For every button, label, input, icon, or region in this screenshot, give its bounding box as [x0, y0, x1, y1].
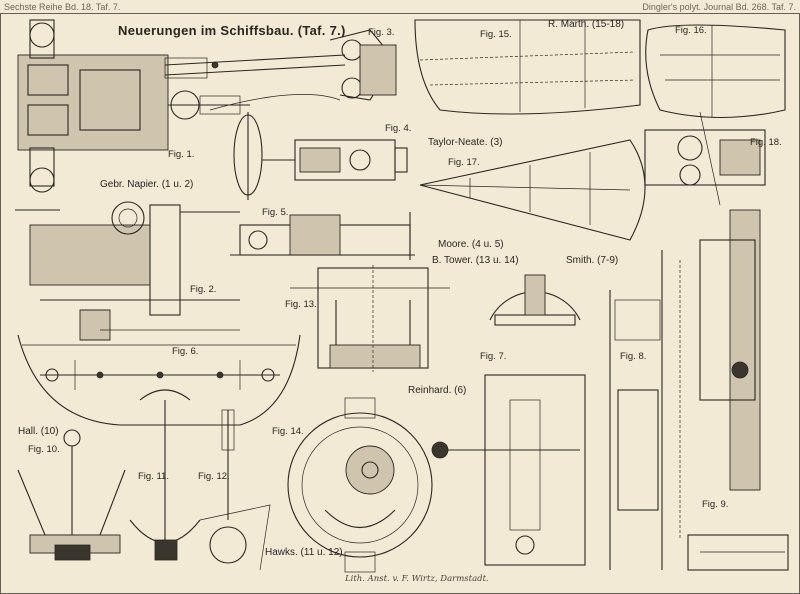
fig13-label: Fig. 13.	[285, 299, 317, 310]
section-hall: Hall. (10)	[18, 426, 59, 437]
fig3-label: Fig. 3.	[368, 27, 395, 38]
fig8-label: Fig. 8.	[620, 351, 647, 362]
section-napier: Gebr. Napier. (1 u. 2)	[100, 179, 194, 190]
fig11-anchor-drawing	[125, 389, 205, 561]
fig8-column-drawing	[609, 250, 681, 570]
header-series: Sechste Reihe Bd. 18. Taf. 7.	[4, 2, 121, 12]
fig14-gear-drawing	[287, 397, 433, 573]
fig5-label: Fig. 5.	[262, 207, 289, 218]
fig10-anchor-drawing	[17, 429, 126, 561]
fig17-label: Fig. 17.	[448, 157, 480, 168]
fig4-label: Fig. 4.	[385, 123, 412, 134]
fig16-label: Fig. 16.	[675, 25, 707, 36]
fig15-label: Fig. 15.	[480, 29, 512, 40]
fig9-stopper-drawing	[687, 209, 789, 571]
section-smith: Smith. (7-9)	[566, 255, 619, 266]
fig2-label: Fig. 2.	[190, 284, 217, 295]
section-tower: B. Tower. (13 u. 14)	[432, 255, 519, 266]
fig12-detail-drawing	[199, 409, 271, 571]
fig18-detail-drawing	[644, 111, 766, 206]
fig9-label: Fig. 9.	[702, 499, 729, 510]
fig5-apparatus-drawing	[230, 212, 415, 260]
fig14-label: Fig. 14.	[272, 426, 304, 437]
fig1-label: Fig. 1.	[168, 149, 195, 160]
fig7-windlass-drawing	[431, 274, 586, 566]
fig12-label: Fig. 12.	[198, 471, 230, 482]
section-taylor: Taylor-Neate. (3)	[428, 137, 503, 148]
fig16-boat-drawing	[645, 24, 786, 119]
fig15-boat-drawing	[414, 19, 641, 115]
fig13-vessel-drawing	[290, 265, 450, 372]
fig11-label: Fig. 11.	[138, 471, 169, 482]
fig4-pump-drawing	[233, 112, 408, 200]
fig3-lever-drawing	[164, 29, 397, 111]
fig1-engine-drawing	[17, 19, 250, 193]
fig6-label: Fig. 6.	[172, 346, 199, 357]
section-reinhard: Reinhard. (6)	[408, 385, 467, 396]
plate-title: Neuerungen im Schiffsbau. (Taf. 7.)	[118, 23, 346, 38]
fig18-label: Fig. 18.	[750, 137, 782, 148]
section-moore: Moore. (4 u. 5)	[438, 239, 504, 250]
section-hawks: Hawks. (11 u. 12)	[265, 547, 343, 558]
section-marth: R. Marth. (15-18)	[548, 19, 625, 30]
fig17-hull-lines-drawing	[419, 139, 646, 241]
header-journal: Dingler's polyt. Journal Bd. 268. Taf. 7…	[642, 2, 796, 12]
fig10-label: Fig. 10.	[28, 444, 60, 455]
fig6-hull-drawing	[17, 334, 301, 426]
lithographer-credit: Lith. Anst. v. F. Wirtz, Darmstadt.	[345, 574, 489, 584]
fig7-label: Fig. 7.	[480, 351, 507, 362]
fig2-winch-drawing	[15, 201, 240, 341]
